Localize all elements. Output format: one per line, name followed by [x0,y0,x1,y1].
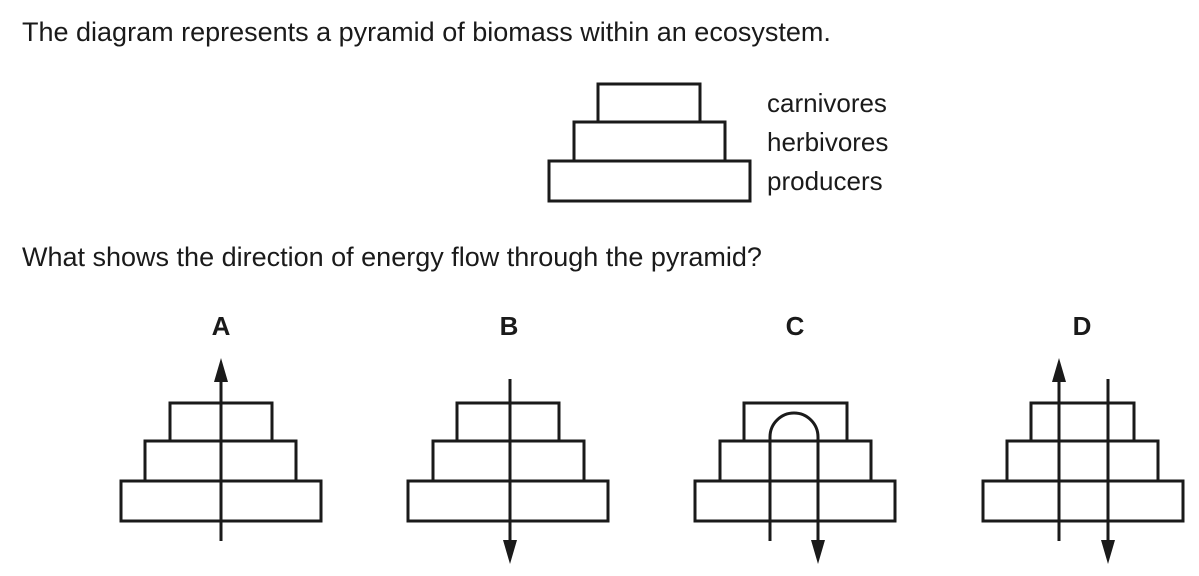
option-a-arrowhead-up [214,358,228,382]
option-a-letter: A [211,311,231,341]
option-b-level-top [455,401,561,443]
option-d-level-bottom [981,479,1185,523]
option-c-level-bottom [693,479,897,523]
pyramid-level-producers [547,159,752,203]
biomass-pyramid [547,82,752,203]
option-c-level-middle [718,439,873,483]
option-d-letter: D [1072,311,1092,341]
option-c-letter: C [785,311,805,341]
pyramid-level-carnivores [596,82,702,124]
option-d-arrowhead-down [1101,540,1115,564]
option-b-arrowhead-down [503,540,517,564]
option-c-loop-arrow-path [768,411,820,545]
option-c-level-top [742,401,849,443]
option-d-diagram [981,358,1185,564]
option-d-arrowhead-up [1052,358,1066,382]
option-b-diagram [406,379,610,564]
question-stem: The diagram represents a pyramid of biom… [22,17,831,47]
option-c-diagram [693,401,897,564]
pyramid-level-herbivores [572,120,727,163]
level-label-herbivores: herbivores [767,127,889,157]
option-b-level-bottom [406,479,610,523]
question-prompt: What shows the direction of energy flow … [22,242,762,272]
option-a-diagram [119,358,323,541]
level-label-producers: producers [767,166,883,196]
level-label-carnivores: carnivores [767,88,887,118]
option-c-arrowhead-down [811,540,825,564]
option-d-level-middle [1005,439,1160,483]
option-d-level-top [1029,401,1136,443]
option-b-letter: B [499,311,519,341]
